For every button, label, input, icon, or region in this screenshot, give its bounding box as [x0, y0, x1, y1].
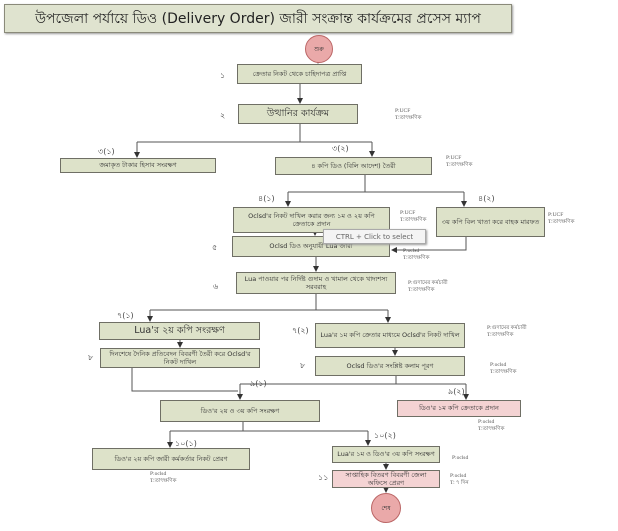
step-6-meta: P:গুদামের কর্মচারীT:তাৎক্ষণিক	[408, 280, 448, 294]
time-label: T:তাৎক্ষণিক	[395, 115, 422, 122]
page-title: উপজেলা পর্যায়ে ডিও (Delivery Order) জার…	[4, 4, 512, 33]
ctrl-click-tooltip: CTRL + Click to select	[323, 229, 426, 244]
step-7-2-box[interactable]: Lua'র ১ম কপি ক্রেতার মাধ্যমে Oclsd'র নিক…	[315, 323, 465, 348]
step-7-1-box[interactable]: Lua'র ২য় কপি সংরক্ষণ	[99, 322, 260, 340]
time-label: T:তাৎক্ষণিক	[446, 162, 473, 169]
step-number: ৭(২)	[292, 326, 309, 335]
step-number: ১	[220, 71, 226, 80]
performer-label: P:oclsd	[150, 471, 167, 477]
performer-label: P:UCF	[446, 155, 462, 161]
step-4-2-box[interactable]: ৩য় কপি বিল খাতা করে বাহক মারফত	[436, 207, 545, 237]
step-number: ৬	[213, 282, 219, 291]
performer-label: P:গুদামের কর্মচারী	[487, 325, 527, 331]
step-6-box[interactable]: Lua পাওয়ার পর নির্দিষ্ট গুদাম ও খামাল থ…	[236, 272, 396, 294]
step-number: ১১	[318, 473, 329, 482]
step-number: ৩(১)	[98, 147, 115, 156]
end-terminal[interactable]: শেষ	[371, 493, 401, 523]
performer-label: P:UCF	[400, 210, 416, 216]
step-number: ১০(২)	[374, 431, 396, 440]
performer-label: P:গুদামের কর্মচারী	[408, 280, 448, 286]
step-number: ৮	[88, 353, 94, 362]
step-number: ৭(১)	[117, 311, 134, 320]
performer-label: P:oclsd	[490, 362, 507, 368]
time-label: T:তাৎক্ষণিক	[490, 369, 517, 376]
step-number: ৩(২)	[332, 144, 349, 153]
performer-label: P:oclsd	[452, 455, 469, 461]
performer-label: P:oclsd	[403, 248, 420, 254]
step-2-box[interactable]: উত্থানির কার্যক্রম	[238, 104, 358, 124]
step-10-1-box[interactable]: ডিও'র ২য় কপি জারী কর্মকর্তার নিকট প্রের…	[92, 448, 250, 470]
step-9-1-box[interactable]: ডিও'র ২য় ও ৩য় কপি সংরক্ষণ	[160, 400, 320, 422]
time-label: T:তাৎক্ষণিক	[548, 219, 575, 226]
time-label: T:তাৎক্ষণিক	[408, 287, 435, 294]
step-number: ৮	[300, 361, 306, 370]
time-label: T:তাৎক্ষণিক	[403, 255, 430, 262]
step-number: ৯(১)	[250, 379, 267, 388]
performer-label: P:oclsd	[478, 419, 495, 425]
step-number: ৪(১)	[258, 194, 275, 203]
step-4-1-box[interactable]: Oclsd'র নিকট দাখিল করার জন্য ১ম ও ২য় কপ…	[233, 207, 390, 233]
step-1-box[interactable]: ক্রেতার নিকট থেকে চাহিদাপত্র প্রাপ্তি	[237, 64, 362, 84]
step-9-2-box[interactable]: ডিও'র ১ম কপি ক্রেতাকে প্রদান	[397, 400, 521, 417]
time-label: T:তাৎক্ষণিক	[150, 478, 177, 485]
step-number: ১০(১)	[175, 439, 197, 448]
step-number: ৫	[212, 243, 218, 252]
performer-label: P:UCF	[395, 108, 411, 114]
performer-label: P:UCF	[548, 212, 564, 218]
step-10-2-box[interactable]: Lua'র ১ম ও ডিও'র ৩য় কপি সংরক্ষণ	[332, 446, 440, 463]
step-number: ২	[220, 111, 226, 120]
step-number: ৪(২)	[478, 194, 495, 203]
step-3-1-box[interactable]: জমাকৃত টাকার হিসাব সংরক্ষণ	[60, 158, 216, 173]
step-number: ৯(২)	[448, 387, 465, 396]
time-label: T:তাৎক্ষণিক	[400, 217, 427, 224]
start-terminal[interactable]: শুরু	[305, 35, 333, 63]
step-8-right-box[interactable]: Oclsd ডিও'র সংশ্লিষ্ট কলাম পূরণ	[315, 356, 465, 376]
time-label: T: ৭ দিন	[450, 480, 469, 487]
step-7-2-meta: P:গুদামের কর্মচারীT:তাৎক্ষণিক	[487, 325, 527, 339]
performer-label: P:oclsd	[450, 473, 467, 479]
time-label: T:তাৎক্ষণিক	[487, 332, 514, 339]
step-8-left-box[interactable]: দিনশেষে দৈনিক প্রতিবেদন বিবরণী তৈরী করে …	[100, 348, 260, 368]
time-label: T:তাৎক্ষণিক	[478, 426, 505, 433]
step-10-2-meta: P:oclsd	[452, 455, 468, 462]
step-3-2-box[interactable]: ৪ কপি ডিও (বিলি আদেশ) তৈরী	[275, 157, 432, 175]
step-11-box[interactable]: সাপ্তাহিক বিতরণ বিবরণী জেলা অফিসে প্রেরণ	[332, 470, 440, 488]
